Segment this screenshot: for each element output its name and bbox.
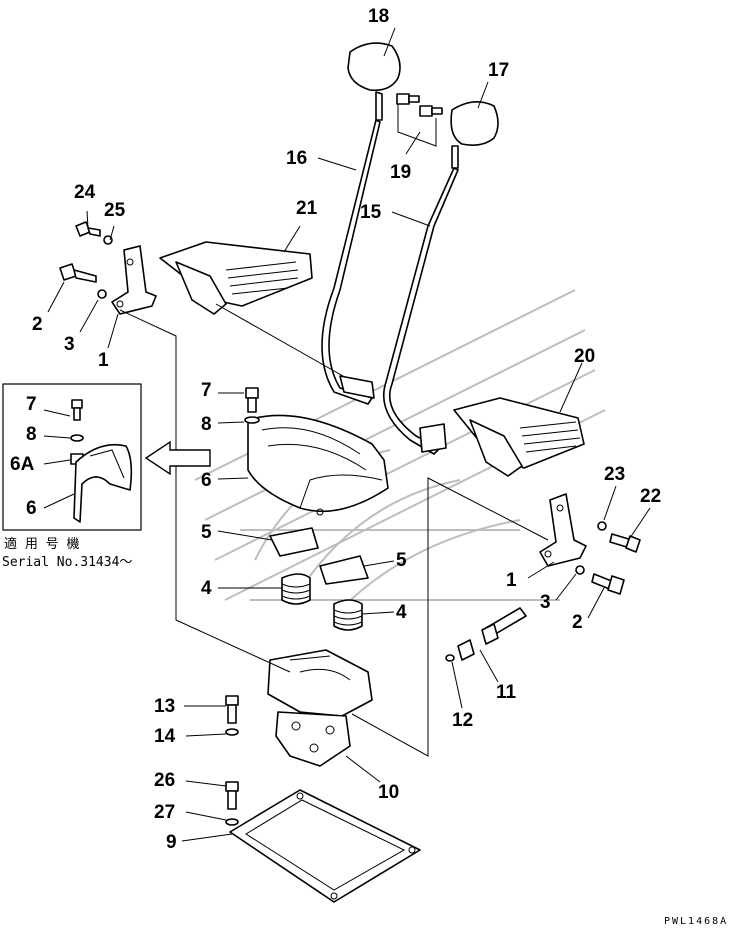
callout-7: 7 (201, 380, 212, 401)
right-pedal (419, 397, 585, 477)
inset-arrow (144, 440, 211, 476)
callout-10: 10 (378, 782, 399, 803)
callout-1-left: 1 (98, 350, 109, 371)
drawing-code: PWL1468A (664, 916, 728, 927)
inset-callout-8: 8 (26, 424, 37, 445)
pilot-valve (225, 649, 373, 826)
callout-3-left: 3 (64, 334, 75, 355)
callout-21: 21 (296, 198, 318, 219)
applicability-label: 適 用 号 機 (4, 536, 79, 552)
callout-12: 12 (452, 710, 473, 731)
callout-14: 14 (154, 726, 176, 747)
hose-fitting (445, 607, 527, 662)
callout-2-right: 2 (572, 612, 583, 633)
lever-bolts (396, 93, 443, 147)
left-travel-lever (321, 42, 401, 405)
callout-27: 27 (154, 802, 175, 823)
left-pedal (159, 241, 375, 399)
callout-4-a: 4 (201, 578, 212, 599)
callout-5-b: 5 (396, 550, 407, 571)
callout-2-left: 2 (32, 314, 43, 335)
inset-callout-6A: 6A (10, 454, 35, 475)
inset-callout-6: 6 (26, 498, 37, 519)
left-bracket (59, 221, 157, 315)
inset-detail: 7 8 6A 6 適 用 号 機 Serial No.31434～ (2, 383, 142, 570)
callout-6: 6 (201, 470, 212, 491)
callout-17: 17 (488, 60, 509, 81)
callout-3-right: 3 (540, 592, 551, 613)
serial-number-label: Serial No.31434～ (2, 555, 132, 570)
right-bracket (539, 493, 641, 595)
springs (281, 573, 363, 631)
callout-15: 15 (360, 202, 382, 223)
callout-22: 22 (640, 486, 661, 507)
gasket-plate (229, 789, 421, 903)
callout-18: 18 (368, 6, 389, 27)
callout-9: 9 (166, 832, 177, 853)
leader-lines (47, 27, 651, 842)
callout-24: 24 (74, 182, 96, 203)
cam-plates (269, 527, 369, 585)
callout-5-a: 5 (201, 522, 212, 543)
inset-callout-7: 7 (26, 394, 37, 415)
callout-16: 16 (286, 148, 307, 169)
callout-19: 19 (390, 162, 411, 183)
callout-20: 20 (574, 346, 595, 367)
callouts: 18 17 19 16 15 21 24 25 2 3 1 7 8 6 5 5 … (32, 6, 661, 853)
callout-4-b: 4 (396, 602, 407, 623)
callout-11: 11 (496, 682, 517, 703)
callout-1-right: 1 (506, 570, 517, 591)
callout-23: 23 (604, 464, 625, 485)
cover-assembly (244, 387, 389, 516)
callout-8: 8 (201, 414, 212, 435)
callout-25: 25 (104, 200, 126, 221)
callout-13: 13 (154, 696, 175, 717)
callout-26: 26 (154, 770, 175, 791)
